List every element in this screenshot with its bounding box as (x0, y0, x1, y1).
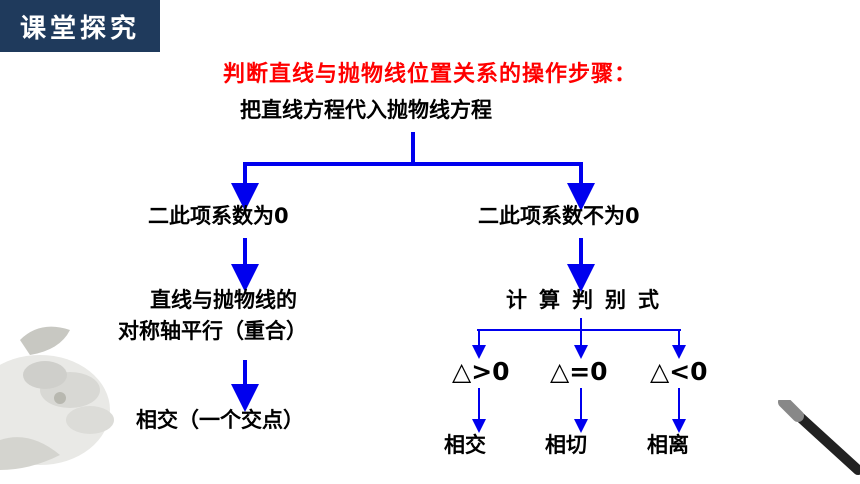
case-greater-than-zero: △>0 (452, 357, 510, 386)
section-badge: 课堂探究 (0, 0, 160, 52)
flower-painting-decoration (0, 326, 114, 470)
left-branch-condition: 二此项系数为0 (148, 204, 289, 228)
parallel-text-line2: 对称轴平行（重合） (118, 319, 307, 343)
parallel-text-line1: 直线与抛物线的 (150, 288, 297, 312)
result-tangent: 相切 (545, 433, 587, 457)
result-intersect: 相交 (444, 433, 486, 457)
root-step: 把直线方程代入抛物线方程 (240, 98, 492, 122)
discriminant-step: 计算判别式 (506, 288, 671, 312)
case-equal-zero: △=0 (550, 357, 608, 386)
case-less-than-zero: △<0 (650, 357, 708, 386)
right-branch-condition: 二此项系数不为0 (478, 204, 640, 228)
result-separate: 相离 (647, 433, 689, 457)
ink-brush-decoration (778, 400, 860, 475)
slide-title: 判断直线与抛物线位置关系的操作步骤： (222, 62, 637, 87)
left-result: 相交（一个交点） (136, 408, 304, 432)
